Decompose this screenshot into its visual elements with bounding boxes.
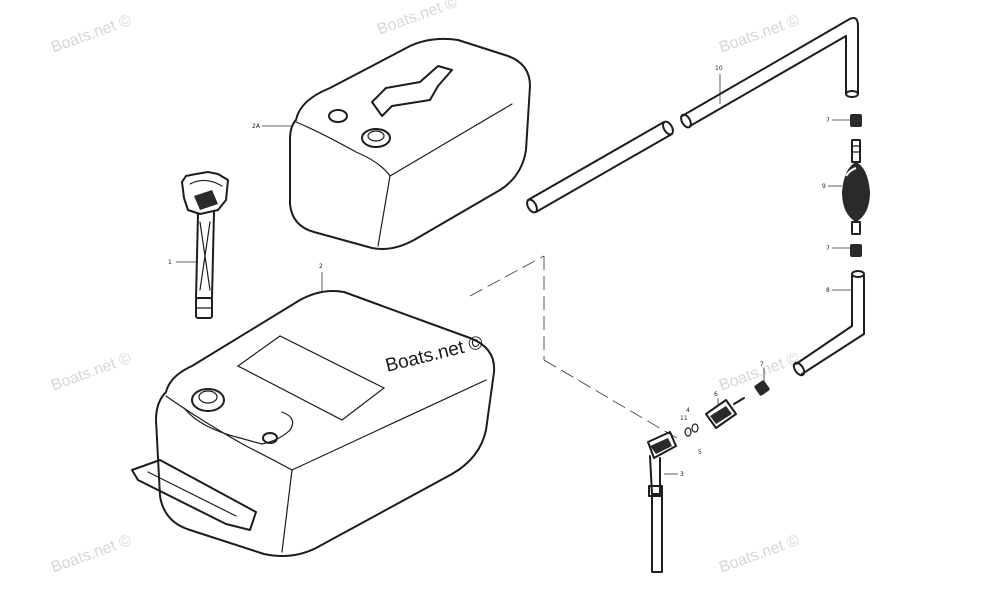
callout-6: 6 xyxy=(714,391,718,398)
callout-9: 9 xyxy=(822,183,826,190)
fuel-hose-8 xyxy=(792,270,865,377)
callout-7-mid: 7 xyxy=(760,361,764,368)
fuel-hose-10 xyxy=(526,17,859,214)
fuel-gauge-1 xyxy=(181,171,229,319)
hose-clamp-7-upper xyxy=(850,114,862,127)
connector-6 xyxy=(705,397,745,429)
callout-2a: 2A xyxy=(252,123,261,130)
callout-7-bottom: 7 xyxy=(826,245,830,252)
callout-3: 3 xyxy=(680,471,684,478)
fuel-tank-2 xyxy=(131,290,496,557)
callout-2: 2 xyxy=(319,263,323,270)
assembly-dashed-line xyxy=(469,255,545,297)
fuel-tank-2a xyxy=(289,37,531,250)
hose-clamp-7-mid xyxy=(754,380,770,396)
primer-bulb-9 xyxy=(842,139,870,235)
assembly-dashed-line xyxy=(543,359,681,441)
o-rings-4-5-11 xyxy=(684,423,699,437)
hose-clamp-7-lower xyxy=(850,244,862,257)
callout-1: 1 xyxy=(168,259,172,266)
callout-7-top: 7 xyxy=(826,117,830,124)
callout-5: 5 xyxy=(698,449,702,456)
callout-11: 11 xyxy=(680,415,688,422)
callout-8: 8 xyxy=(826,287,830,294)
callout-4: 4 xyxy=(686,407,690,414)
callout-10: 10 xyxy=(715,65,723,72)
elbow-fitting-3 xyxy=(647,431,677,573)
